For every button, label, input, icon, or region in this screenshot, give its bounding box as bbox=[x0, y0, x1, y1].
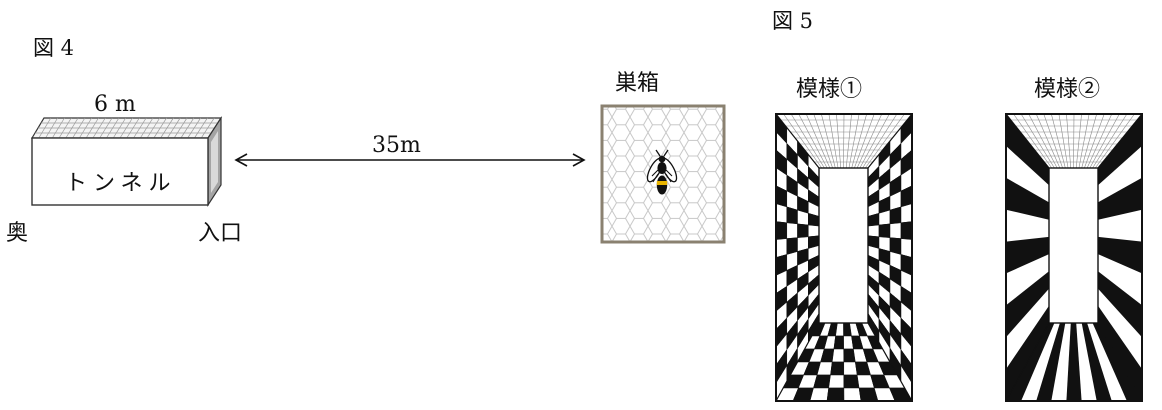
figure-5-caption: 図 5 bbox=[772, 9, 814, 33]
pattern-2-label: 模様② bbox=[1034, 77, 1101, 102]
pattern-1-label: 模様① bbox=[796, 77, 863, 102]
pattern-1-ceiling-grid bbox=[775, 113, 913, 169]
pattern-2-corridor bbox=[1005, 113, 1143, 402]
pattern-1-corridor bbox=[775, 113, 913, 402]
bee-icon bbox=[646, 149, 678, 195]
nest-box-label: 巣箱 bbox=[615, 71, 660, 96]
tunnel-length-label: 6 m bbox=[94, 92, 136, 117]
tunnel-front-face bbox=[31, 137, 209, 206]
pattern-1-right-wall bbox=[867, 113, 913, 402]
tunnel-label: トンネル bbox=[65, 171, 177, 196]
tunnel-box bbox=[30, 115, 223, 208]
pattern-2-back-opening bbox=[1048, 167, 1099, 324]
pattern-2-radial-stripes bbox=[1006, 114, 1142, 401]
figure-4-caption: 図 4 bbox=[33, 36, 75, 60]
tunnel-back-label: 奥 bbox=[6, 221, 29, 246]
pattern-2-ceiling-grid bbox=[1005, 113, 1143, 169]
tunnel-entrance-label: 入口 bbox=[198, 221, 243, 246]
pattern-1-left-wall bbox=[775, 113, 820, 402]
distance-label: 35m bbox=[372, 133, 421, 158]
pattern-1-back-opening bbox=[818, 167, 869, 324]
nest-box bbox=[600, 104, 726, 244]
tunnel-top-grid bbox=[35, 117, 218, 139]
